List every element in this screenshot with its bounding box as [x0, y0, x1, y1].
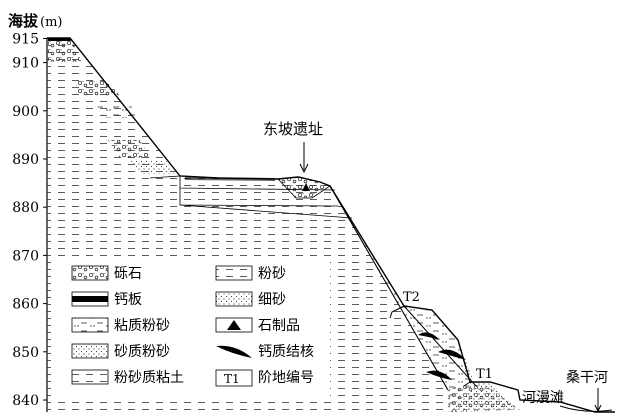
axis-tick-label: 915	[12, 32, 39, 48]
legend-item-terrace-code: T1 阶地编号	[215, 369, 314, 387]
axis-title: 海拔	[8, 12, 39, 30]
svg-text:石制品: 石制品	[258, 318, 300, 334]
legend-item-gravel: 砾石	[71, 265, 142, 282]
axis-tick-label: 890	[12, 152, 39, 168]
legend-item-clayey-silt: 粘质粉砂	[71, 317, 170, 334]
legend: 砾石 钙板 粘质粉砂 砂质粉砂 粉砂质粘土 粉砂 细砂	[55, 258, 330, 398]
legend-item-nodule: 钙质结核	[216, 344, 314, 360]
scarp-edge	[329, 185, 449, 391]
nodule-icon	[216, 345, 252, 358]
svg-text:砾石: 砾石	[114, 266, 142, 282]
svg-text:细砂: 细砂	[258, 292, 286, 308]
axis-tick-label: 840	[12, 393, 39, 409]
axis-tick-label: 910	[12, 56, 39, 72]
calcrete-cap	[48, 38, 71, 41]
t1-gravel-base	[448, 382, 520, 412]
legend-item-silty-clay: 粉砂质粘土	[71, 369, 184, 386]
legend-item-sandy-silt: 砂质粉砂	[71, 343, 170, 360]
svg-text:T1: T1	[224, 372, 240, 386]
terrace-t1-label: T1	[476, 367, 493, 382]
svg-text:粘质粉砂: 粘质粉砂	[114, 318, 170, 334]
axis-unit: (m)	[40, 15, 62, 30]
river-bed	[559, 405, 613, 412]
svg-text:砂质粉砂: 砂质粉砂	[114, 344, 170, 360]
site-label: 东坡遗址	[263, 120, 323, 138]
floodplain-label: 河漫滩	[522, 390, 564, 406]
svg-text:粉砂质粘土: 粉砂质粘土	[114, 370, 184, 386]
terrace-t2-label: T2	[403, 290, 420, 305]
artifact-marker	[302, 183, 310, 191]
river-label: 桑干河	[566, 370, 608, 386]
axis-tick-label: 900	[12, 104, 39, 120]
bedding-lines	[149, 175, 353, 219]
axis-tick-label: 870	[12, 248, 39, 264]
t2-edge	[403, 305, 477, 387]
legend-item-artifact: 石制品	[215, 317, 300, 334]
axis-tick-label: 850	[12, 345, 39, 361]
svg-text:钙质结核: 钙质结核	[258, 344, 314, 360]
axis-tick-label: 880	[12, 200, 39, 216]
legend-item-silt: 粉砂	[215, 265, 286, 282]
legend-item-fine-sand: 细砂	[215, 291, 286, 308]
svg-text:钙板: 钙板	[114, 292, 142, 308]
terrace-t2-fill	[330, 186, 475, 412]
artifact-icon	[227, 320, 241, 330]
gravel-lenses	[48, 41, 178, 174]
terrace-t1-fill	[448, 340, 518, 412]
legend-item-calcrete: 钙板	[71, 291, 142, 308]
svg-text:粉砂: 粉砂	[258, 266, 286, 282]
svg-text:阶地编号: 阶地编号	[258, 370, 314, 386]
elevation-axis: 海拔 (m) 915 910 900 890 880 870 860 850 840	[8, 12, 62, 412]
axis-tick-label: 860	[12, 297, 39, 313]
